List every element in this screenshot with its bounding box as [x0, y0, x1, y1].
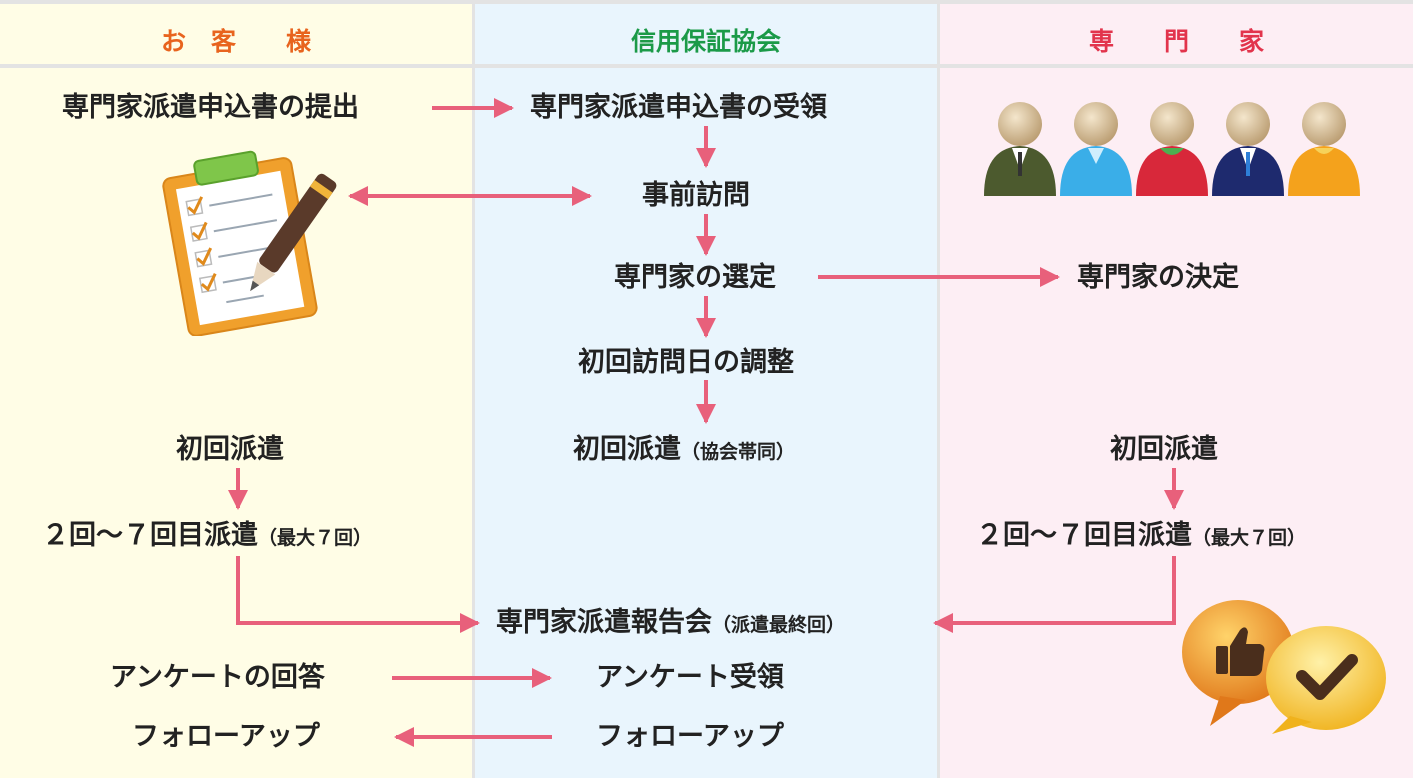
association-header: 信用保証協会 [630, 27, 781, 56]
association-schedule: 初回訪問日の調整 [578, 347, 794, 378]
association-follow-up: フォローアップ [596, 721, 784, 752]
association-pre-visit: 事前訪問 [642, 180, 750, 211]
customer-survey-answer: アンケートの回答 [110, 662, 325, 693]
expert-first-dispatch: 初回派遣 [1110, 434, 1218, 465]
association-survey-receive: アンケート受領 [596, 662, 784, 693]
thumbs-up-check-bubble-icon [1182, 600, 1386, 734]
customer-first-dispatch: 初回派遣 [176, 434, 284, 465]
customer-follow-up: フォローアップ [132, 721, 320, 752]
association-first-dispatch: 初回派遣（協会帯同） [573, 434, 796, 465]
expert-people-icon [984, 102, 1360, 196]
arrow-expert-to-report [933, 556, 1176, 633]
top-border [0, 0, 1413, 4]
expert-decision: 専門家の決定 [1077, 262, 1239, 293]
person-red [1136, 102, 1208, 196]
association-selection: 専門家の選定 [614, 262, 776, 293]
expert-header: 専 門 家 [1088, 27, 1264, 56]
clipboard-checklist-icon [162, 150, 337, 336]
person-olive [984, 102, 1056, 196]
expert-repeat-dispatch: ２回～７回目派遣（最大７回） [976, 520, 1307, 551]
person-navy [1212, 102, 1284, 196]
association-receive: 専門家派遣申込書の受領 [530, 92, 827, 123]
customer-submit: 専門家派遣申込書の提出 [62, 92, 359, 123]
column-divider [937, 0, 940, 778]
column-divider [472, 0, 475, 778]
customer-repeat-dispatch: ２回～７回目派遣（最大７回） [42, 520, 373, 551]
customer-column [0, 0, 474, 778]
person-orange [1288, 102, 1360, 196]
person-blue [1060, 102, 1132, 196]
customer-header: お 客 様 [160, 27, 311, 56]
header-divider [0, 64, 1413, 68]
association-report: 専門家派遣報告会（派遣最終回） [496, 607, 846, 638]
arrow-customer-to-report [236, 556, 480, 633]
